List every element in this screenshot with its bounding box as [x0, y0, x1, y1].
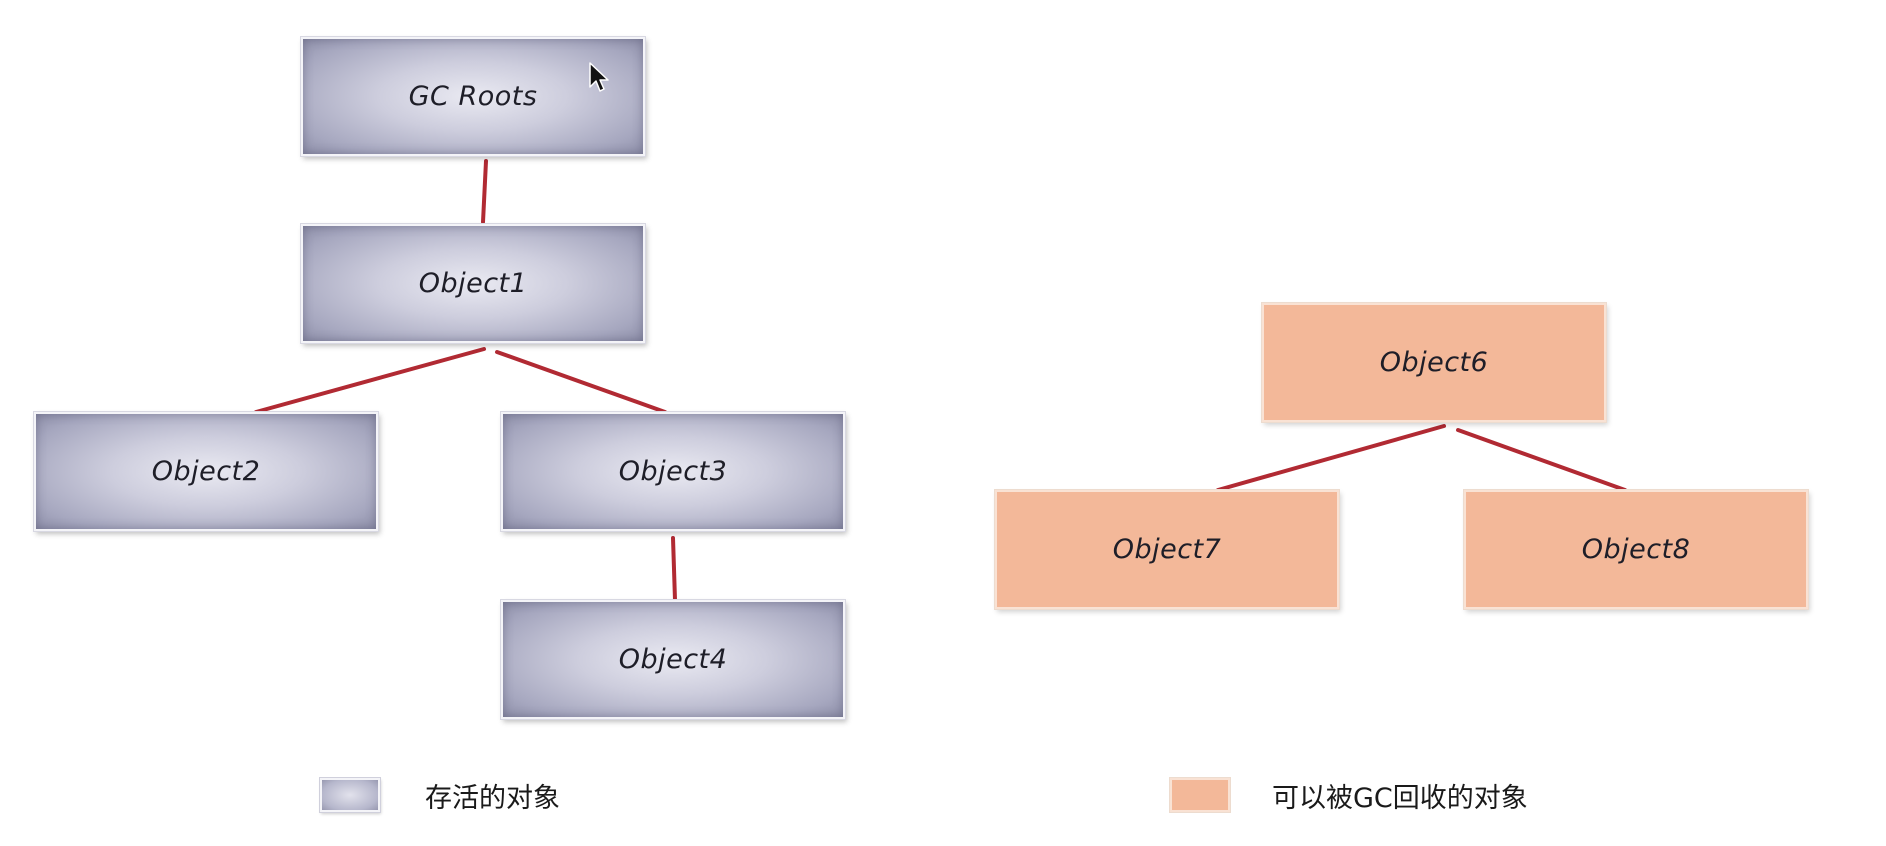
edge-object6-object7 — [1216, 424, 1446, 492]
node-gc-roots: GC Roots — [301, 37, 645, 156]
node-object3: Object3 — [501, 412, 845, 531]
node-object2: Object2 — [34, 412, 378, 531]
node-object8: Object8 — [1464, 490, 1808, 609]
mouse-pointer-icon — [589, 62, 609, 92]
edge-object3-object4 — [671, 536, 677, 602]
edge-object1-object3 — [495, 350, 667, 414]
node-object6: Object6 — [1262, 303, 1606, 422]
node-object7: Object7 — [995, 490, 1339, 609]
edge-object6-object8 — [1456, 428, 1627, 492]
legend-collectable-label: 可以被GC回收的对象 — [1272, 783, 1528, 814]
legend-live-label: 存活的对象 — [425, 783, 560, 814]
edge-object1-object2 — [254, 347, 486, 414]
node-object4: Object4 — [501, 600, 845, 719]
legend-collectable-swatch — [1170, 778, 1230, 812]
legend-live-swatch — [320, 778, 380, 812]
node-object1: Object1 — [301, 224, 645, 343]
edge-gcroots-object1 — [481, 159, 488, 224]
